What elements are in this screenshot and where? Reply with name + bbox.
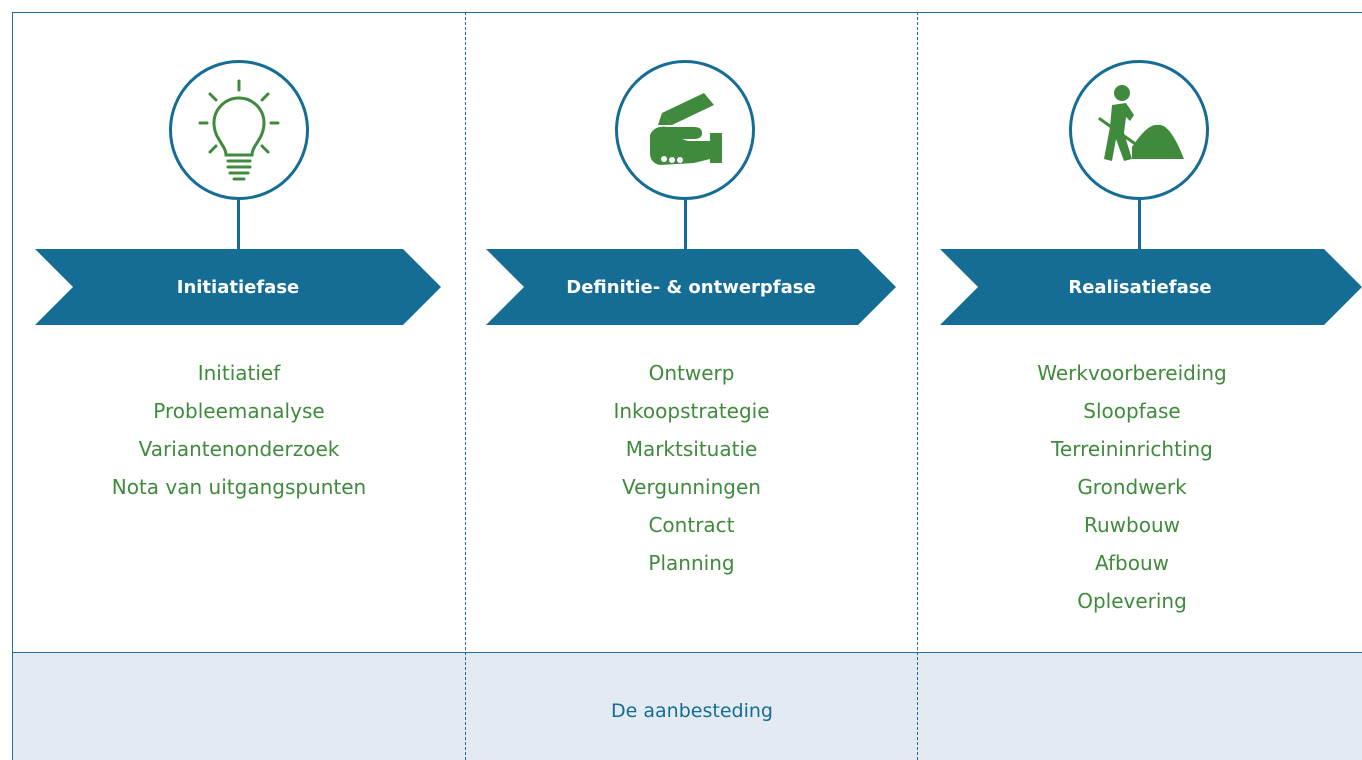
icon-circle: [1069, 60, 1209, 200]
phase-step: Initiatief: [197, 361, 281, 385]
phase-chevron: Definitie- & ontwerpfase: [486, 249, 896, 325]
phase-step: Marktsituatie: [625, 437, 758, 461]
phase-title: Initiatiefase: [176, 276, 300, 298]
lightbulb-icon: [198, 79, 280, 181]
icon-circle: [615, 60, 755, 200]
column-divider: [917, 12, 918, 760]
phase-step: Probleemanalyse: [153, 399, 325, 423]
tender-label: De aanbesteding: [611, 700, 773, 722]
column-divider: [465, 12, 466, 760]
chevron-shape: [35, 249, 441, 325]
phase-step: Contract: [648, 513, 735, 537]
phase-step: Vergunningen: [622, 475, 761, 499]
phase-step: Werkvoorbereiding: [1037, 361, 1227, 385]
phase-title: Definitie- & ontwerpfase: [566, 276, 816, 298]
connector-stem: [684, 200, 687, 249]
phase-column-definitiefase: Definitie- & ontwerpfase Ontwerp Inkoops…: [466, 12, 917, 652]
phase-step: Ontwerp: [648, 361, 735, 385]
phase-step: Ruwbouw: [1084, 513, 1180, 537]
connector-stem: [237, 200, 240, 249]
phase-chevron: Realisatiefase: [940, 249, 1362, 325]
phase-step: Variantenonderzoek: [138, 437, 340, 461]
construction-worker-icon: [1098, 85, 1184, 161]
phase-step: Terreininrichting: [1051, 437, 1213, 461]
connector-stem: [1138, 200, 1141, 249]
phase-step-list: Ontwerp Inkoopstrategie Marktsituatie Ve…: [466, 354, 917, 582]
tender-band: [13, 652, 1362, 760]
phase-step: Afbouw: [1095, 551, 1169, 575]
chevron-shape: [940, 249, 1362, 325]
phase-step: Sloopfase: [1083, 399, 1181, 423]
phase-step-list: Initiatief Probleemanalyse Variantenonde…: [13, 354, 465, 506]
phase-column-initiatiefase: Initiatiefase Initiatief Probleemanalyse…: [13, 12, 465, 652]
icon-circle: [169, 60, 309, 200]
phase-step: Grondwerk: [1077, 475, 1187, 499]
phase-step: Oplevering: [1077, 589, 1187, 613]
chevron-shape: [486, 249, 896, 325]
phase-step: Planning: [648, 551, 735, 575]
hand-writing-icon: [650, 93, 722, 165]
phase-chevron: Initiatiefase: [35, 249, 441, 325]
phase-step-list: Werkvoorbereiding Sloopfase Terreininric…: [910, 354, 1354, 620]
phase-column-realisatiefase: Realisatiefase Werkvoorbereiding Sloopfa…: [918, 12, 1362, 652]
phase-title: Realisatiefase: [1068, 276, 1212, 298]
phase-step: Nota van uitgangspunten: [111, 475, 367, 499]
phase-step: Inkoopstrategie: [613, 399, 770, 423]
